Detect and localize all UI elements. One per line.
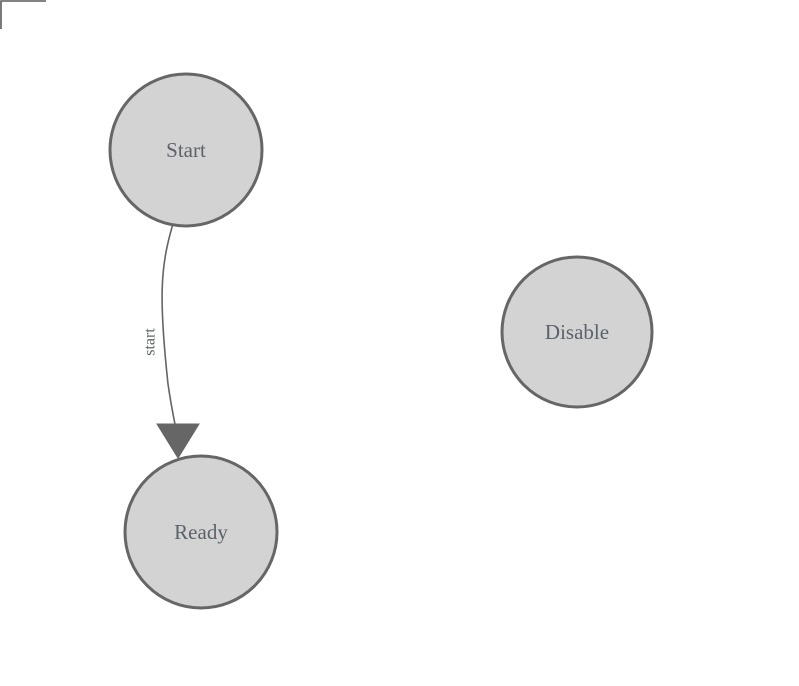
node-start-label: Start	[166, 138, 206, 162]
edge-label-start: start	[142, 328, 159, 356]
edge-arrowhead-icon	[156, 423, 200, 459]
edge-start-to-ready[interactable]: start	[142, 225, 200, 459]
node-ready[interactable]: Ready	[123, 454, 279, 610]
node-ready-label: Ready	[174, 520, 228, 544]
node-disable-label: Disable	[545, 320, 609, 344]
selection-corner-mark-icon	[0, 0, 46, 29]
node-ready-circle[interactable]	[123, 454, 279, 610]
edge-path	[161, 225, 179, 441]
node-start-circle[interactable]	[108, 72, 264, 228]
node-disable[interactable]: Disable	[500, 255, 654, 409]
node-disable-circle[interactable]	[500, 255, 654, 409]
node-start[interactable]: Start	[108, 72, 264, 228]
